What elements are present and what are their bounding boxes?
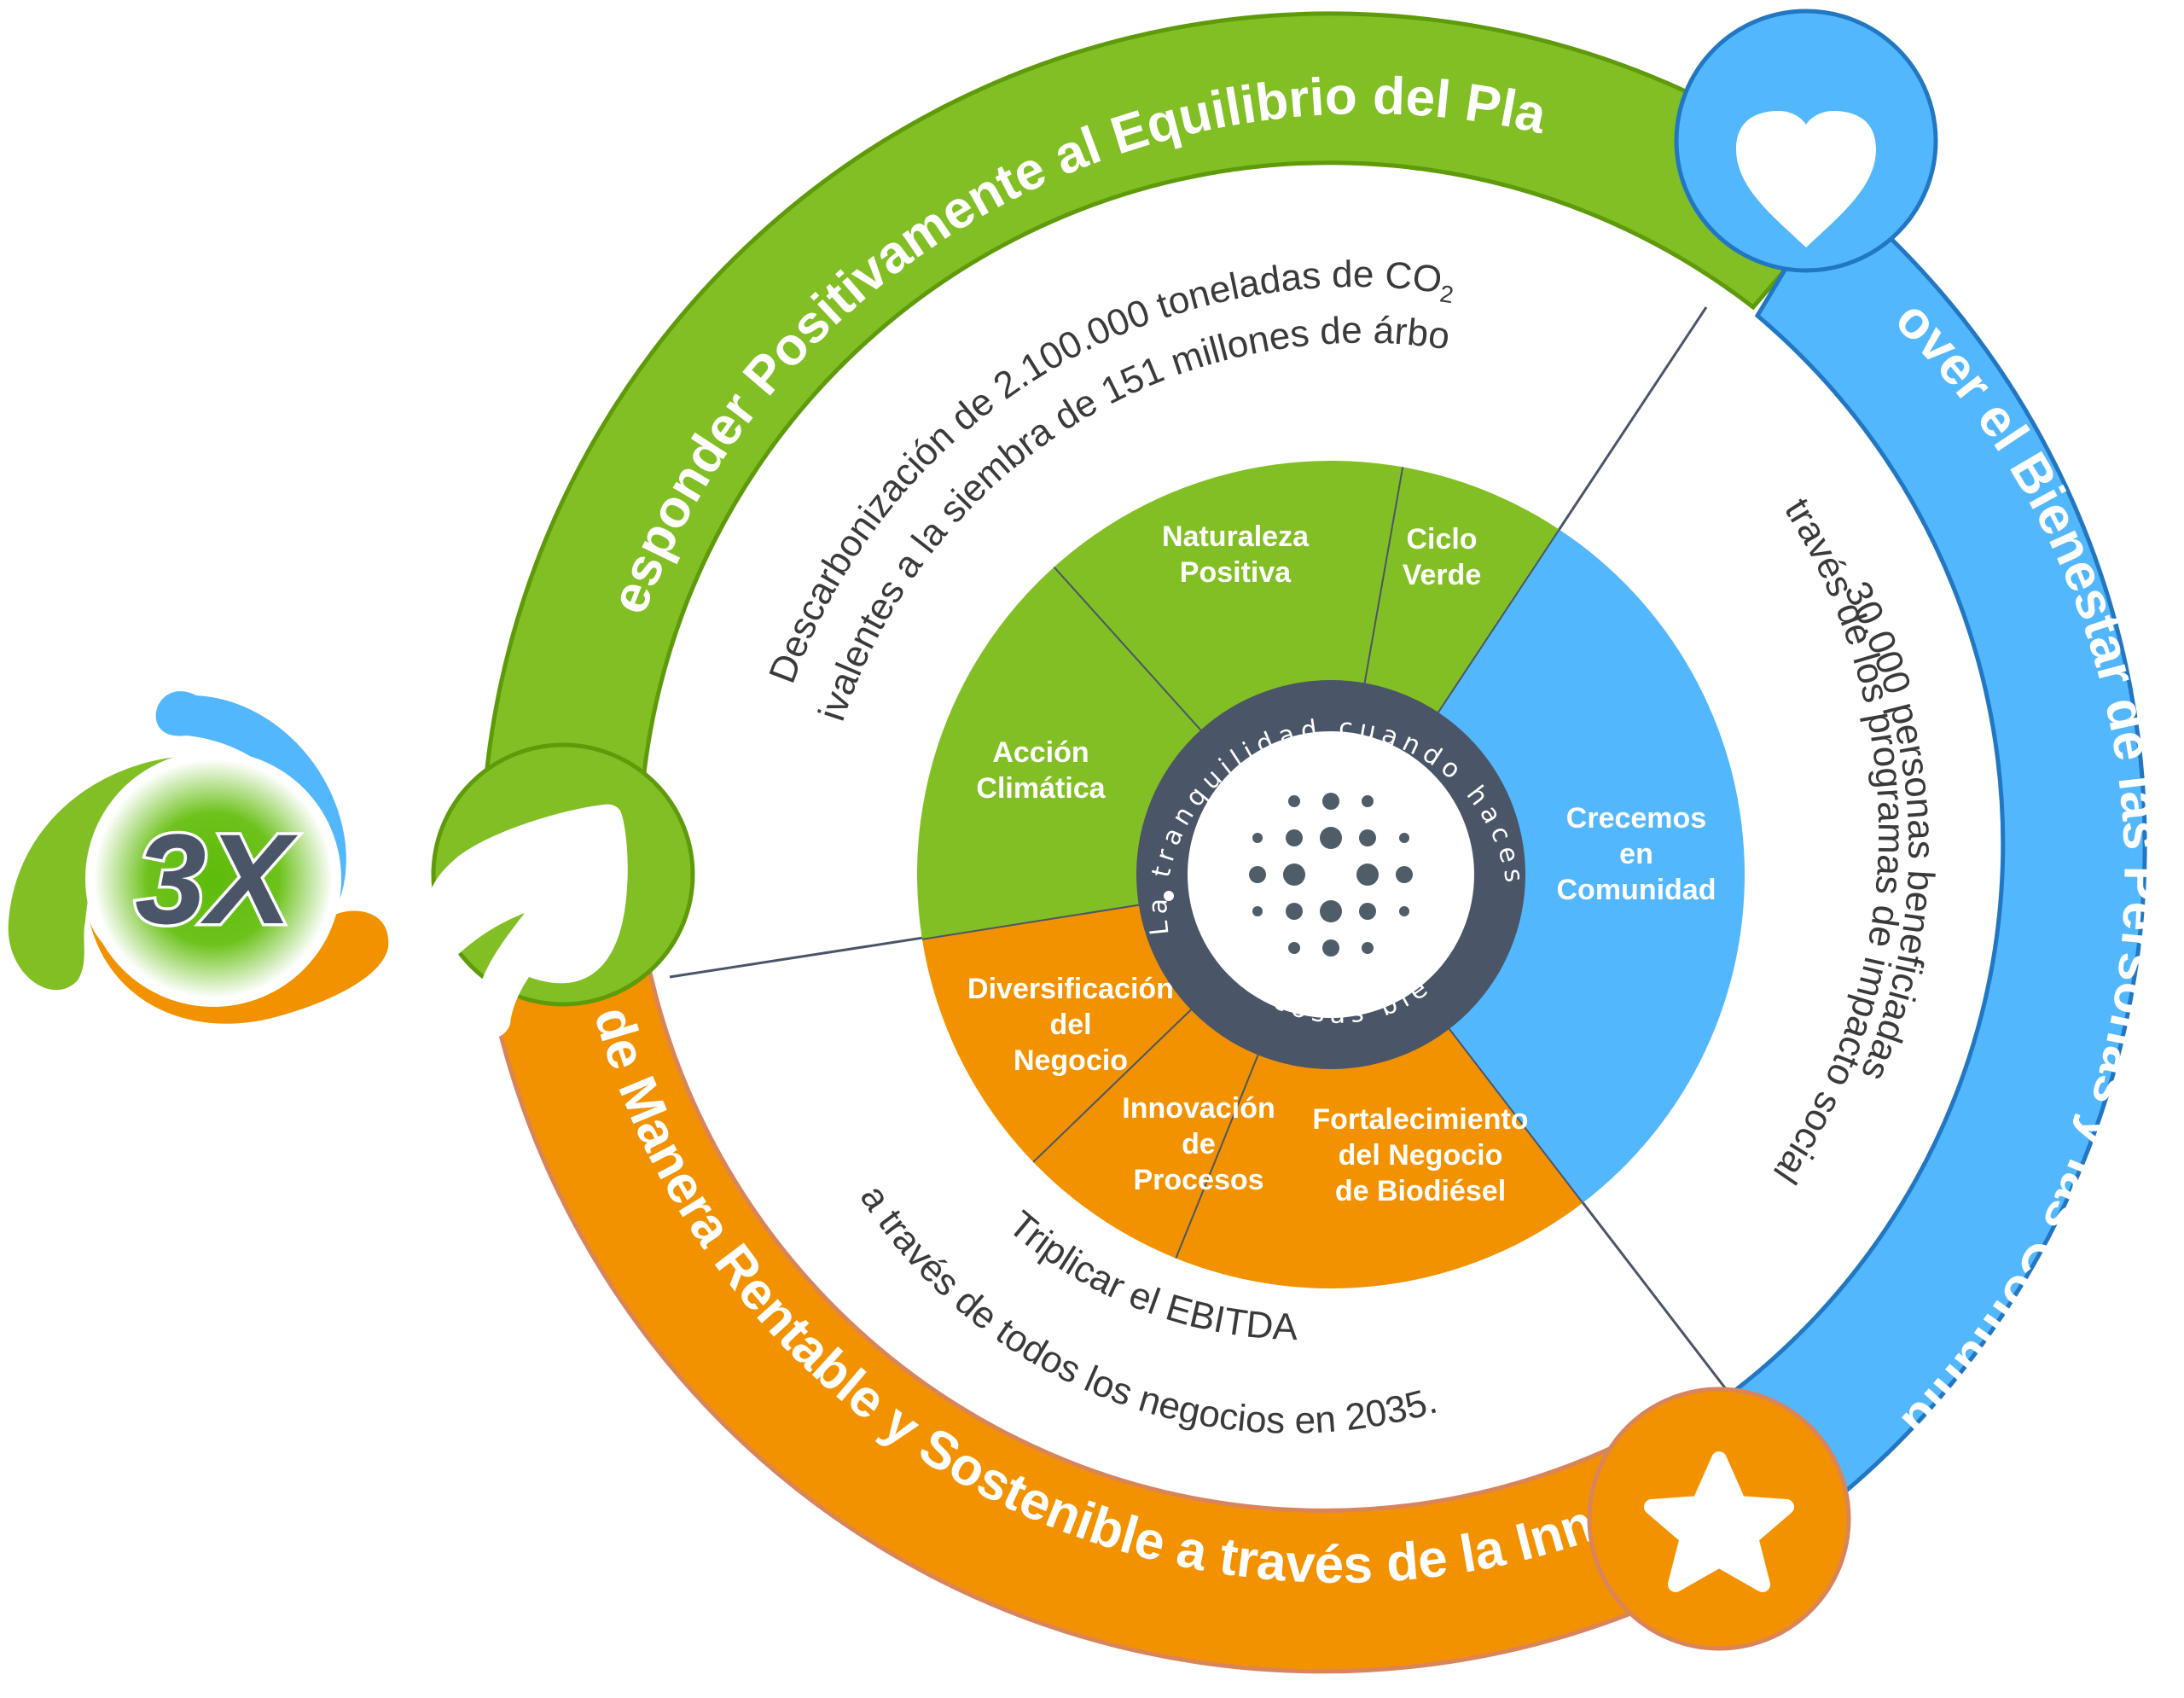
dots-logo-icon — [1249, 793, 1413, 957]
star-icon — [1644, 1451, 1794, 1592]
dot — [1356, 864, 1379, 886]
segment-ciclo-verde-line: Ciclo — [1406, 523, 1477, 555]
logo-text: 3X — [135, 807, 298, 951]
pie-sector-blue — [1331, 529, 1745, 1203]
logo-3x: 3X — [8, 691, 389, 1024]
dot — [1362, 795, 1374, 807]
dot — [1252, 906, 1263, 916]
dot — [1288, 942, 1300, 954]
dot — [1320, 900, 1342, 922]
segment-crecemos-comunidad-line: en — [1619, 838, 1653, 870]
segment-innovacion-line: de — [1182, 1128, 1216, 1160]
dot — [1286, 829, 1303, 846]
logo-glow — [94, 759, 333, 998]
dot — [1399, 833, 1409, 843]
pie-sector-green — [917, 461, 1560, 939]
segment-crecemos-comunidad-line: Crecemos — [1566, 802, 1706, 834]
segment-innovacion-line: Innovación — [1122, 1092, 1275, 1125]
segment-naturaleza-positiva-line: Naturaleza — [1162, 520, 1310, 553]
dot — [1322, 793, 1339, 810]
segment-accion-climatica-line: Acción — [992, 736, 1089, 769]
seal-inner — [1188, 731, 1474, 1018]
segment-crecemos-comunidad-line: Comunidad — [1557, 874, 1716, 906]
dot — [1252, 833, 1263, 843]
dot — [1362, 942, 1374, 954]
heart-icon — [1736, 111, 1876, 247]
dot — [1286, 903, 1303, 920]
segment-diversificacion-line: del — [1049, 1009, 1091, 1041]
pie-sector-orange — [921, 875, 1583, 1288]
dot — [1283, 864, 1305, 886]
motto-bullet — [1164, 891, 1174, 901]
segment-fortalecimiento-line: del Negocio — [1339, 1139, 1503, 1172]
segment-ciclo-verde-line: Verde — [1403, 559, 1482, 591]
dot — [1399, 906, 1409, 916]
logo-swoosh-green — [8, 755, 210, 991]
dot — [1359, 829, 1376, 846]
badge-leaf[interactable] — [426, 742, 695, 1038]
segment-fortalecimiento-line: de Biodiésel — [1335, 1175, 1506, 1207]
dot — [1359, 903, 1376, 920]
dot — [1288, 795, 1300, 807]
segment-accion-climatica-line: Climática — [976, 772, 1106, 805]
badge-heart[interactable] — [1674, 9, 1938, 273]
segment-innovacion-line: Procesos — [1133, 1164, 1263, 1196]
dot — [1249, 866, 1266, 883]
badge-star[interactable] — [1587, 1387, 1851, 1651]
segment-diversificacion-line: Negocio — [1014, 1044, 1128, 1077]
dot — [1320, 827, 1342, 849]
segment-diversificacion-line: Diversificación — [967, 973, 1174, 1005]
logo-swoosh-blue — [155, 691, 346, 939]
leaf-icon — [426, 804, 628, 1038]
segment-fortalecimiento-line: Fortalecimiento — [1312, 1103, 1528, 1136]
dot — [1396, 866, 1413, 883]
dot — [1322, 939, 1339, 957]
segment-naturaleza-positiva-line: Positiva — [1180, 556, 1292, 589]
